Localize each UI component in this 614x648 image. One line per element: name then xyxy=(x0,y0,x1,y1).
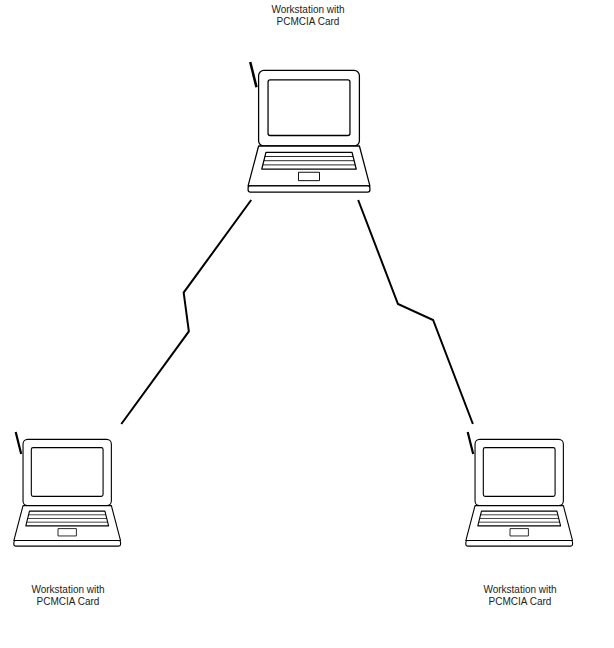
node-label: Workstation with PCMCIA Card xyxy=(470,584,570,608)
workstation-node: Workstation with PCMCIA Card xyxy=(458,424,582,608)
workstation-node: Workstation with PCMCIA Card xyxy=(6,424,130,608)
laptop-icon xyxy=(14,432,121,546)
wireless-bolt xyxy=(358,200,473,424)
wireless-bolt xyxy=(121,200,251,424)
node-label: Workstation with PCMCIA Card xyxy=(258,4,358,28)
node-label: Workstation with PCMCIA Card xyxy=(18,584,118,608)
laptop-icon xyxy=(248,62,370,192)
workstation-node: Workstation with PCMCIA Card xyxy=(238,4,378,200)
laptop-icon xyxy=(466,432,573,546)
